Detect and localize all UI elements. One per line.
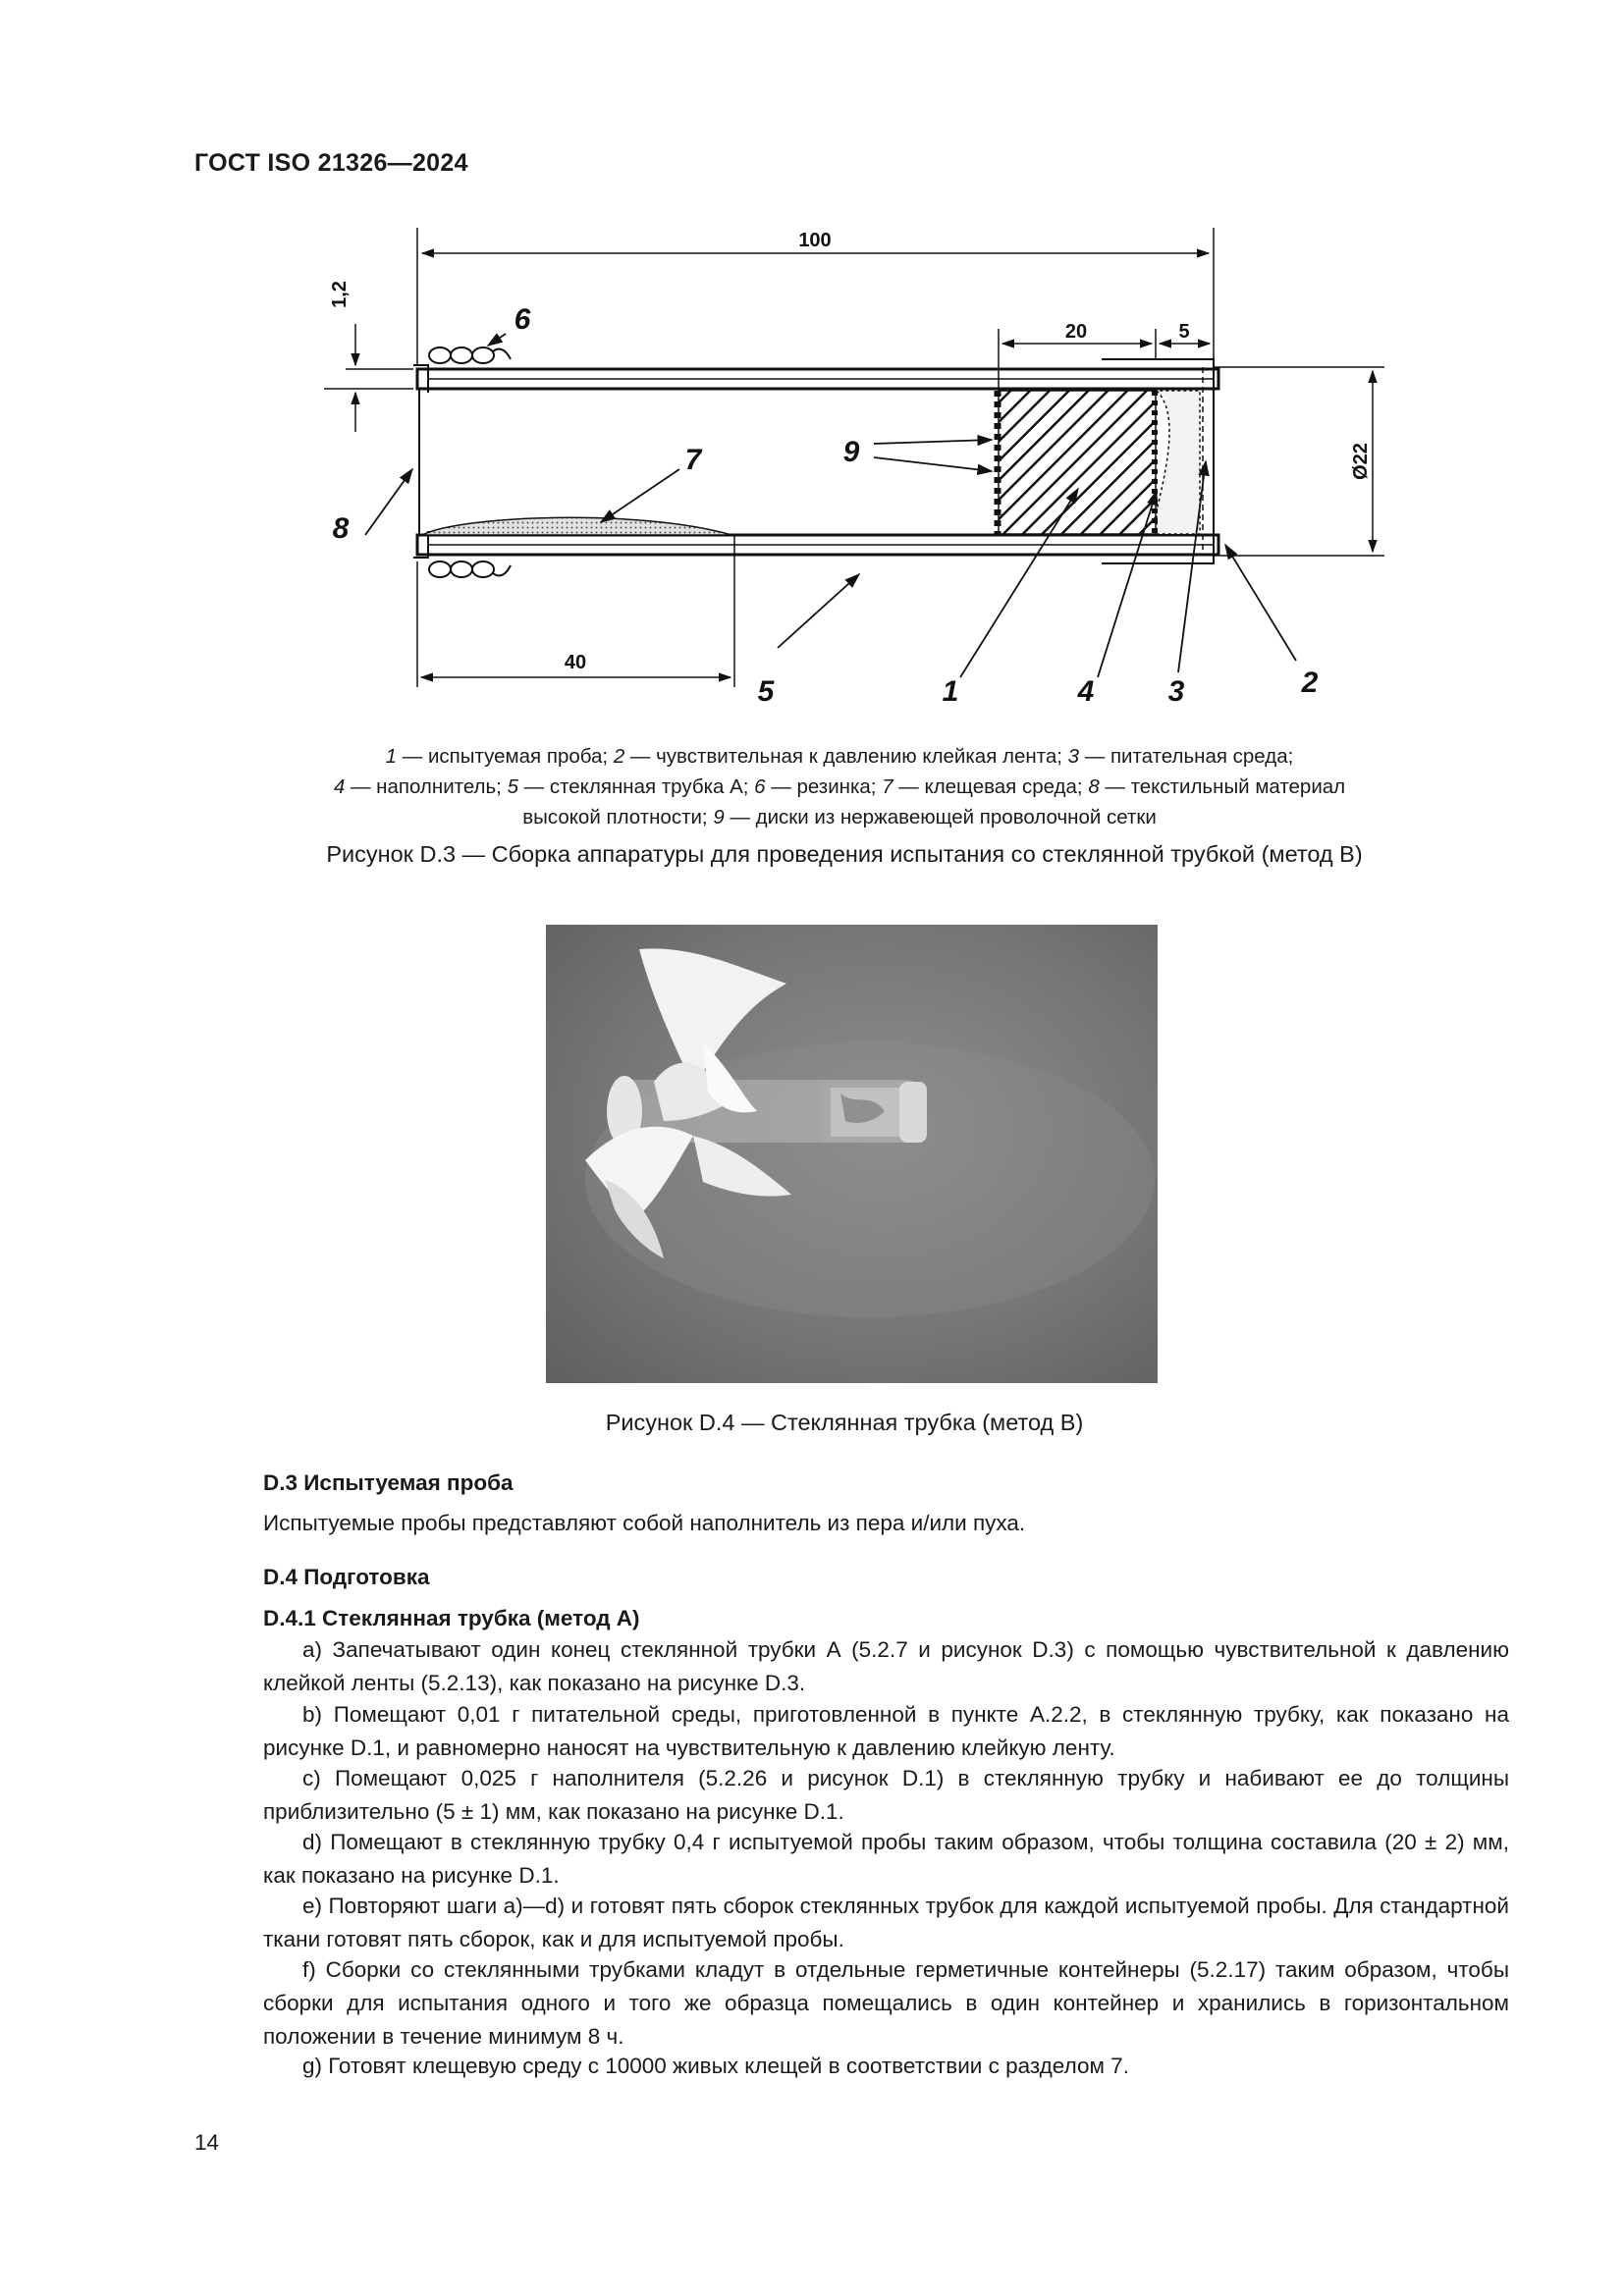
- callout-4: 4: [1077, 675, 1095, 708]
- legend-text-8: — текстильный материал высокой плотности…: [522, 775, 1346, 828]
- legend-text-2: — чувствительная к давлению клейкая лент…: [624, 745, 1068, 768]
- dim-40: 40: [565, 652, 586, 673]
- dim-thickness: 1,2: [329, 281, 351, 308]
- legend-num-9: 9: [713, 806, 725, 828]
- legend-text-4: — наполнитель;: [345, 775, 508, 798]
- legend-text-6: — резинка;: [765, 775, 883, 798]
- callout-9: 9: [843, 436, 860, 468]
- legend-text-3: — питательная среда;: [1079, 745, 1294, 768]
- figure-d4-photo: [546, 925, 1158, 1383]
- legend-text-9: — диски из нержавеющей проволочной сетки: [724, 806, 1157, 828]
- item-f: f) Сборки со стеклянными трубками кладут…: [263, 1957, 1509, 2049]
- section-d41-heading: D.4.1 Стеклянная трубка (метод А): [263, 1606, 640, 1630]
- legend-text-1: — испытуемая проба;: [397, 745, 614, 768]
- dim-5: 5: [1178, 321, 1189, 343]
- glass-tube-photo-image: [585, 948, 1155, 1317]
- figure-d3-legend: 1 — испытуемая проба; 2 — чувствительная…: [295, 741, 1384, 832]
- callout-8: 8: [333, 512, 350, 545]
- legend-num-3: 3: [1067, 745, 1080, 768]
- section-d4-heading: D.4 Подготовка: [263, 1565, 430, 1589]
- legend-num-2: 2: [613, 745, 625, 768]
- dim-total: 100: [798, 230, 831, 251]
- legend-num-1: 1: [385, 745, 398, 768]
- callout-2: 2: [1301, 667, 1319, 699]
- callout-1: 1: [943, 675, 959, 708]
- section-d3-heading: D.3 Испытуемая проба: [263, 1470, 514, 1495]
- callout-3: 3: [1168, 675, 1185, 708]
- item-d: d) Помещают в стеклянную трубку 0,4 г ис…: [263, 1830, 1509, 1888]
- item-c: c) Помещают 0,025 г наполнителя (5.2.26 …: [263, 1766, 1509, 1824]
- legend-text-5: — стеклянная трубка А;: [517, 775, 755, 798]
- figure-d4-caption: Рисунок D.4 — Стеклянная трубка (метод В…: [605, 1410, 1084, 1435]
- item-b: b) Помещают 0,01 г питательной среды, пр…: [263, 1702, 1509, 1760]
- section-d3-text: Испытуемые пробы представляют собой напо…: [263, 1511, 1026, 1535]
- item-g: g) Готовят клещевую среду с 10000 живых …: [302, 2054, 1129, 2078]
- legend-num-4: 4: [333, 775, 346, 798]
- legend-text-7: — клещевая среда;: [893, 775, 1089, 798]
- dim-diameter: Ø22: [1350, 443, 1372, 480]
- legend-num-7: 7: [882, 775, 893, 798]
- figure-d3-caption: Рисунок D.3 — Сборка аппаратуры для пров…: [326, 841, 1363, 867]
- item-a: a) Запечатывают один конец стеклянной тр…: [263, 1637, 1509, 1695]
- document-header: ГОСТ ISO 21326—2024: [194, 149, 468, 177]
- legend-num-6: 6: [754, 775, 766, 798]
- legend-num-8: 8: [1088, 775, 1100, 798]
- page-number: 14: [194, 2130, 220, 2155]
- item-e: e) Повторяют шаги a)—d) и готовят пять с…: [263, 1894, 1509, 1951]
- callout-7: 7: [685, 444, 703, 476]
- legend-num-5: 5: [507, 775, 518, 798]
- dim-20: 20: [1065, 321, 1087, 343]
- callout-5: 5: [758, 675, 776, 708]
- callout-6: 6: [514, 303, 531, 336]
- figure-d3-drawing: 100 20 5 40 1,2 Ø22 6 7 8 9 5 1 4 3 2: [324, 228, 1384, 708]
